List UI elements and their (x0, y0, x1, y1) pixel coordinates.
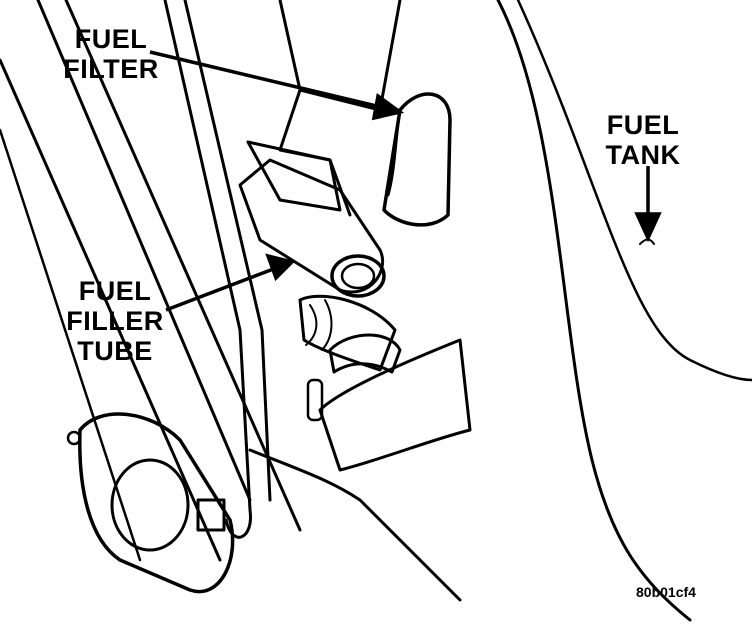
arrow-fuel-filter (149, 50, 386, 110)
filler-tube-mouth-inner (340, 262, 376, 290)
label-fuel-tank-line1: FUEL (606, 110, 680, 140)
label-fuel-filler-tube-line1: FUEL (78, 276, 152, 306)
fuel-tank-outline-2 (516, 0, 752, 382)
frame-rail-f (183, 0, 272, 502)
hose-rib-2 (321, 299, 333, 351)
cap-bolt (196, 498, 226, 532)
label-fuel-tank-line2: TANK (605, 140, 681, 170)
label-fuel-filter-line2: FILTER (63, 54, 159, 84)
label-fuel-filler-tube-line3: TUBE (77, 336, 153, 366)
arrowhead-fuel-tank (634, 212, 662, 243)
door-hinge (66, 430, 82, 446)
heat-shield (246, 140, 342, 212)
label-fuel-filler-tube: FUEL FILLER TUBE (40, 276, 190, 366)
arrow-filler-tube (165, 266, 277, 312)
label-fuel-filler-tube-line2: FILLER (66, 306, 164, 336)
fuel-filter-body (382, 92, 452, 227)
hose-clamp (328, 333, 402, 374)
label-fuel-tank: FUEL TANK (588, 110, 698, 170)
lower-body-edge (248, 448, 462, 602)
frame-rail-d (0, 128, 142, 562)
hose-rib-1 (305, 304, 318, 346)
label-fuel-filter-line1: FUEL (74, 24, 148, 54)
frame-rail-a (0, 58, 222, 562)
frame-rail-c (64, 0, 302, 532)
filler-tube-mouth (330, 254, 386, 298)
fuel-door (78, 412, 235, 594)
fuel-tank-outline (496, 0, 692, 622)
frame-rail-e (163, 0, 252, 539)
mount-panel (278, 0, 402, 112)
fuel-filter-cap (386, 108, 402, 197)
frame-rail-b (36, 0, 252, 502)
tank-seam (639, 238, 655, 245)
lower-tube (318, 338, 472, 472)
arrowhead-fuel-filter (371, 92, 405, 121)
fuel-cap (110, 458, 190, 552)
arrowhead-filler-tube (265, 253, 296, 282)
filler-hose (298, 294, 397, 372)
label-fuel-filter: FUEL FILTER (46, 24, 176, 84)
clamp-screw (306, 378, 324, 422)
figure-reference-code: 80b01cf4 (636, 584, 696, 600)
